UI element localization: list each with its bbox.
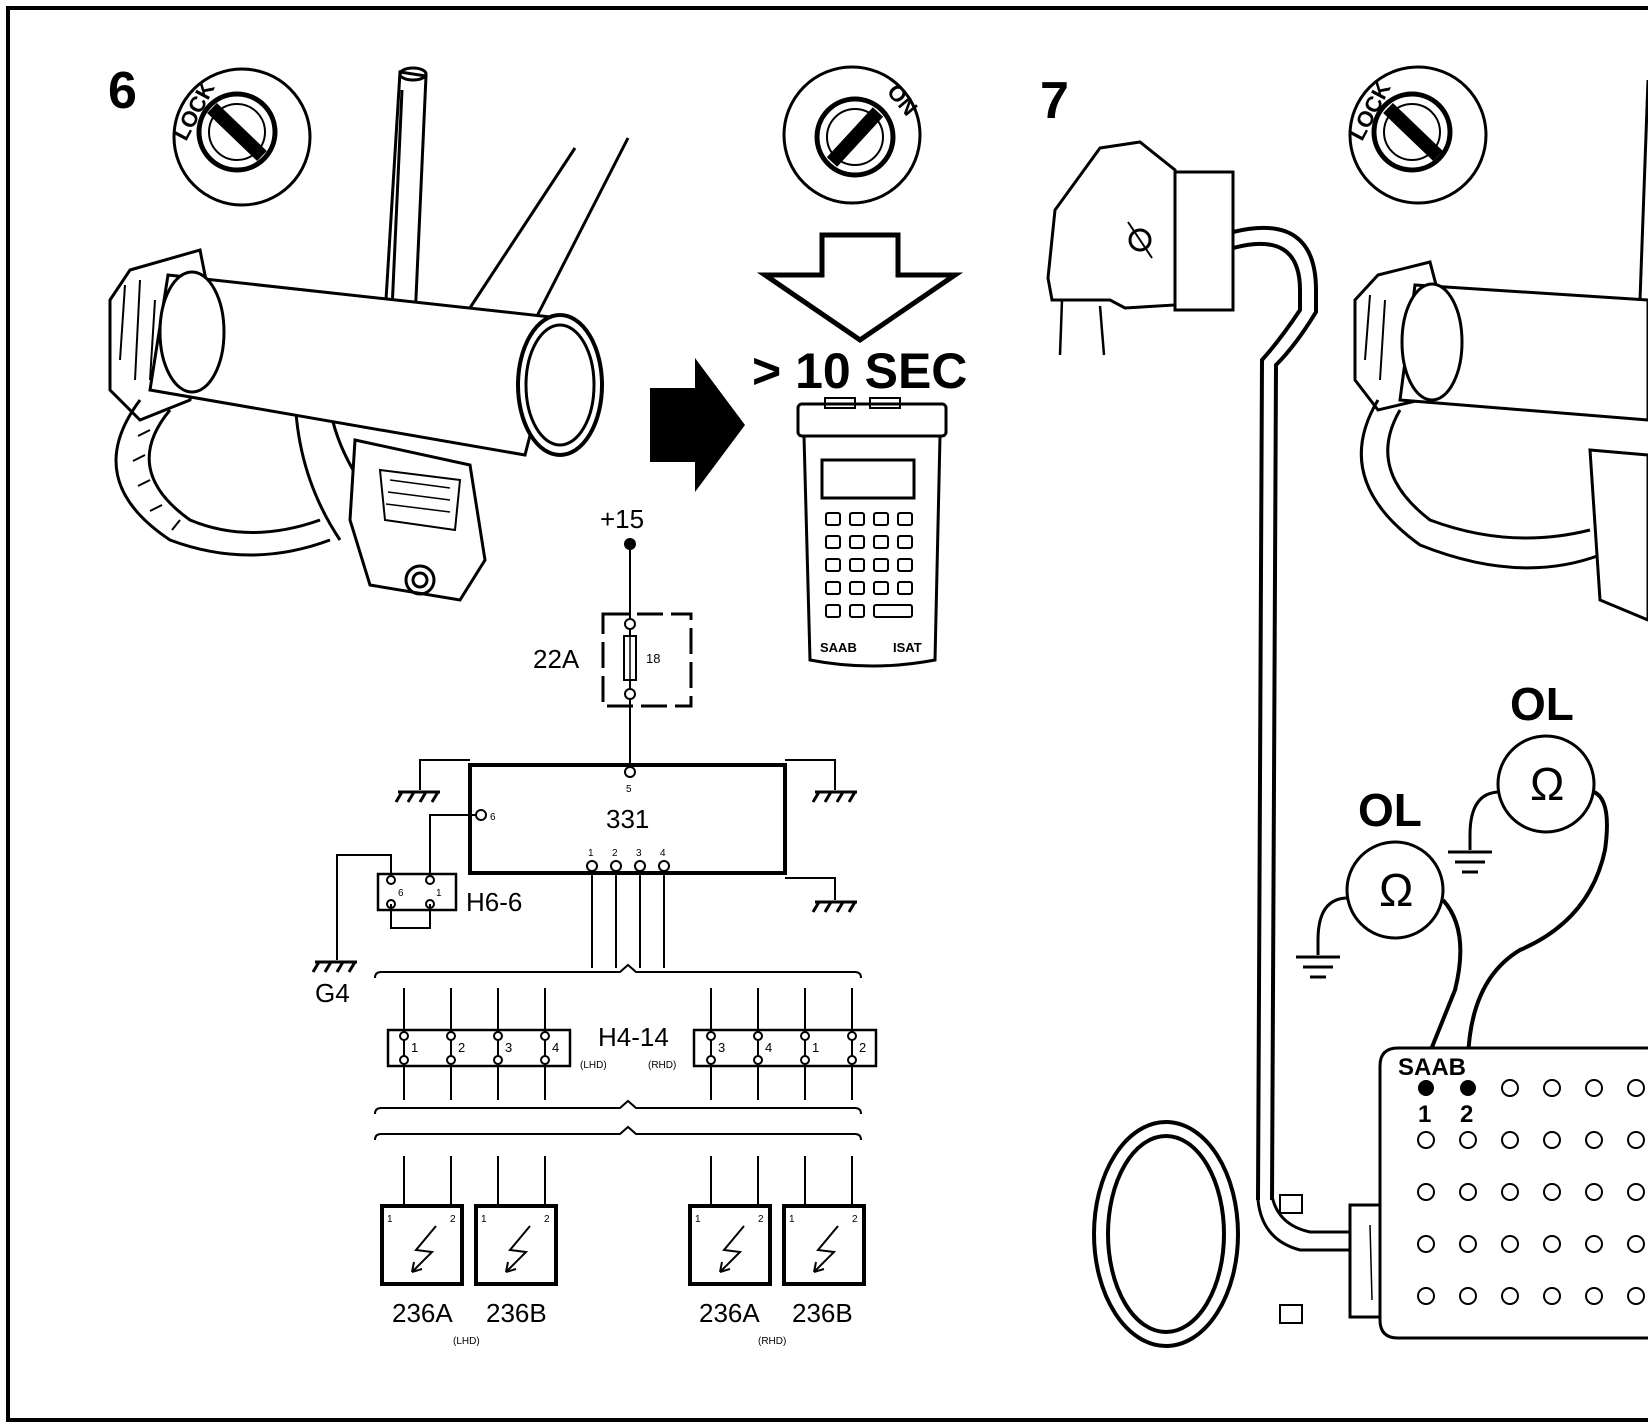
rhd-pin-4: 4 — [765, 1040, 772, 1055]
step-6-number: 6 — [108, 62, 137, 120]
sensor-236a-rhd-pin1: 1 — [695, 1214, 701, 1225]
rhd-tag-sensors: (RHD) — [758, 1336, 786, 1347]
sensor-236b-rhd-pin1: 1 — [789, 1214, 795, 1225]
page-frame — [6, 6, 1648, 1422]
fuse-box-22a — [601, 612, 693, 708]
ohmmeter-left: OL Ω — [1296, 784, 1463, 1063]
meter-reading-right: OL — [1510, 678, 1574, 730]
rhd-tag-connector: (RHD) — [648, 1060, 676, 1071]
module-pin-1: 1 — [588, 848, 594, 859]
ignition-lock-icon-left: LOCK — [168, 67, 312, 207]
connector-h6-6-label: H6-6 — [466, 887, 522, 917]
h6-6-pin-1: 1 — [436, 888, 442, 899]
isat-tester-icon: SAAB ISAT — [796, 397, 948, 668]
rhd-pin-1: 1 — [812, 1040, 819, 1055]
steering-column-illustration-right — [1353, 79, 1648, 622]
lhd-pin-2: 2 — [458, 1040, 465, 1055]
ohm-symbol-left: Ω — [1379, 864, 1413, 916]
module-331 — [468, 763, 787, 875]
sensor-236a-rhd — [688, 1204, 772, 1286]
sensor-236a-lhd-pin1: 1 — [387, 1214, 393, 1225]
sensor-236b-rhd-label: 236B — [792, 1298, 853, 1328]
ground-g4-label: G4 — [315, 978, 350, 1008]
sensor-236b-rhd-pin2: 2 — [852, 1214, 858, 1225]
tester-brand-label: SAAB — [820, 640, 857, 655]
sensor-236b-lhd-label: 236B — [486, 1298, 547, 1328]
rhd-pin-3: 3 — [718, 1040, 725, 1055]
sensor-236b-lhd-pin2: 2 — [544, 1214, 550, 1225]
tester-model-label: ISAT — [893, 640, 922, 655]
lhd-pin-3: 3 — [505, 1040, 512, 1055]
timer-label: > 10 SEC — [752, 343, 967, 399]
ignition-lock-icon-right: LOCK — [1344, 65, 1488, 205]
module-label: 331 — [606, 804, 649, 834]
ignition-on-icon: ON — [782, 65, 923, 205]
lhd-tag-sensors: (LHD) — [453, 1336, 480, 1347]
sensor-236b-lhd — [474, 1204, 558, 1286]
breakout-brand-label: SAAB — [1398, 1054, 1466, 1081]
lhd-tag-connector: (LHD) — [580, 1060, 607, 1071]
ohm-symbol-right: Ω — [1530, 758, 1564, 810]
sensor-236b-rhd — [782, 1204, 866, 1286]
module-pin-3: 3 — [636, 848, 642, 859]
supply-label: +15 — [600, 504, 644, 534]
sensor-236b-lhd-pin1: 1 — [481, 1214, 487, 1225]
fuse-box-label: 22A — [533, 644, 580, 674]
h6-6-pin-6: 6 — [398, 888, 404, 899]
fuse-number: 18 — [646, 651, 660, 666]
connector-h4-14-lhd — [386, 1028, 572, 1068]
lhd-pin-4: 4 — [552, 1040, 559, 1055]
meter-reading-left: OL — [1358, 784, 1422, 836]
rhd-pin-2: 2 — [859, 1040, 866, 1055]
breakout-pin-2-label: 2 — [1460, 1101, 1473, 1128]
module-pin-5: 5 — [626, 784, 632, 795]
lhd-pin-1: 1 — [411, 1040, 418, 1055]
sensor-236a-lhd — [380, 1204, 464, 1286]
ohmmeter-right: OL Ω — [1448, 678, 1609, 1061]
breakout-pin-1-label: 1 — [1418, 1101, 1431, 1128]
sensor-236a-rhd-label: 236A — [699, 1298, 760, 1328]
connector-h4-14-rhd — [692, 1028, 878, 1068]
module-pin-2: 2 — [612, 848, 618, 859]
step-7-number: 7 — [1040, 72, 1069, 130]
module-pin-6: 6 — [490, 812, 496, 823]
down-arrow-icon — [756, 232, 964, 344]
sensor-236a-lhd-label: 236A — [392, 1298, 453, 1328]
wiring-schematic: +15 22A 18 331 5 6 1 2 3 4 — [311, 504, 878, 1347]
sensor-236a-lhd-pin2: 2 — [450, 1214, 456, 1225]
sensor-236a-rhd-pin2: 2 — [758, 1214, 764, 1225]
process-arrow-icon — [650, 358, 745, 492]
connector-h6-6 — [376, 872, 458, 912]
connector-h4-14-label: H4-14 — [598, 1022, 669, 1052]
steering-column-illustration — [108, 66, 630, 602]
module-pin-4: 4 — [660, 848, 666, 859]
breakout-box: SAAB 1 2 — [1378, 1046, 1648, 1340]
